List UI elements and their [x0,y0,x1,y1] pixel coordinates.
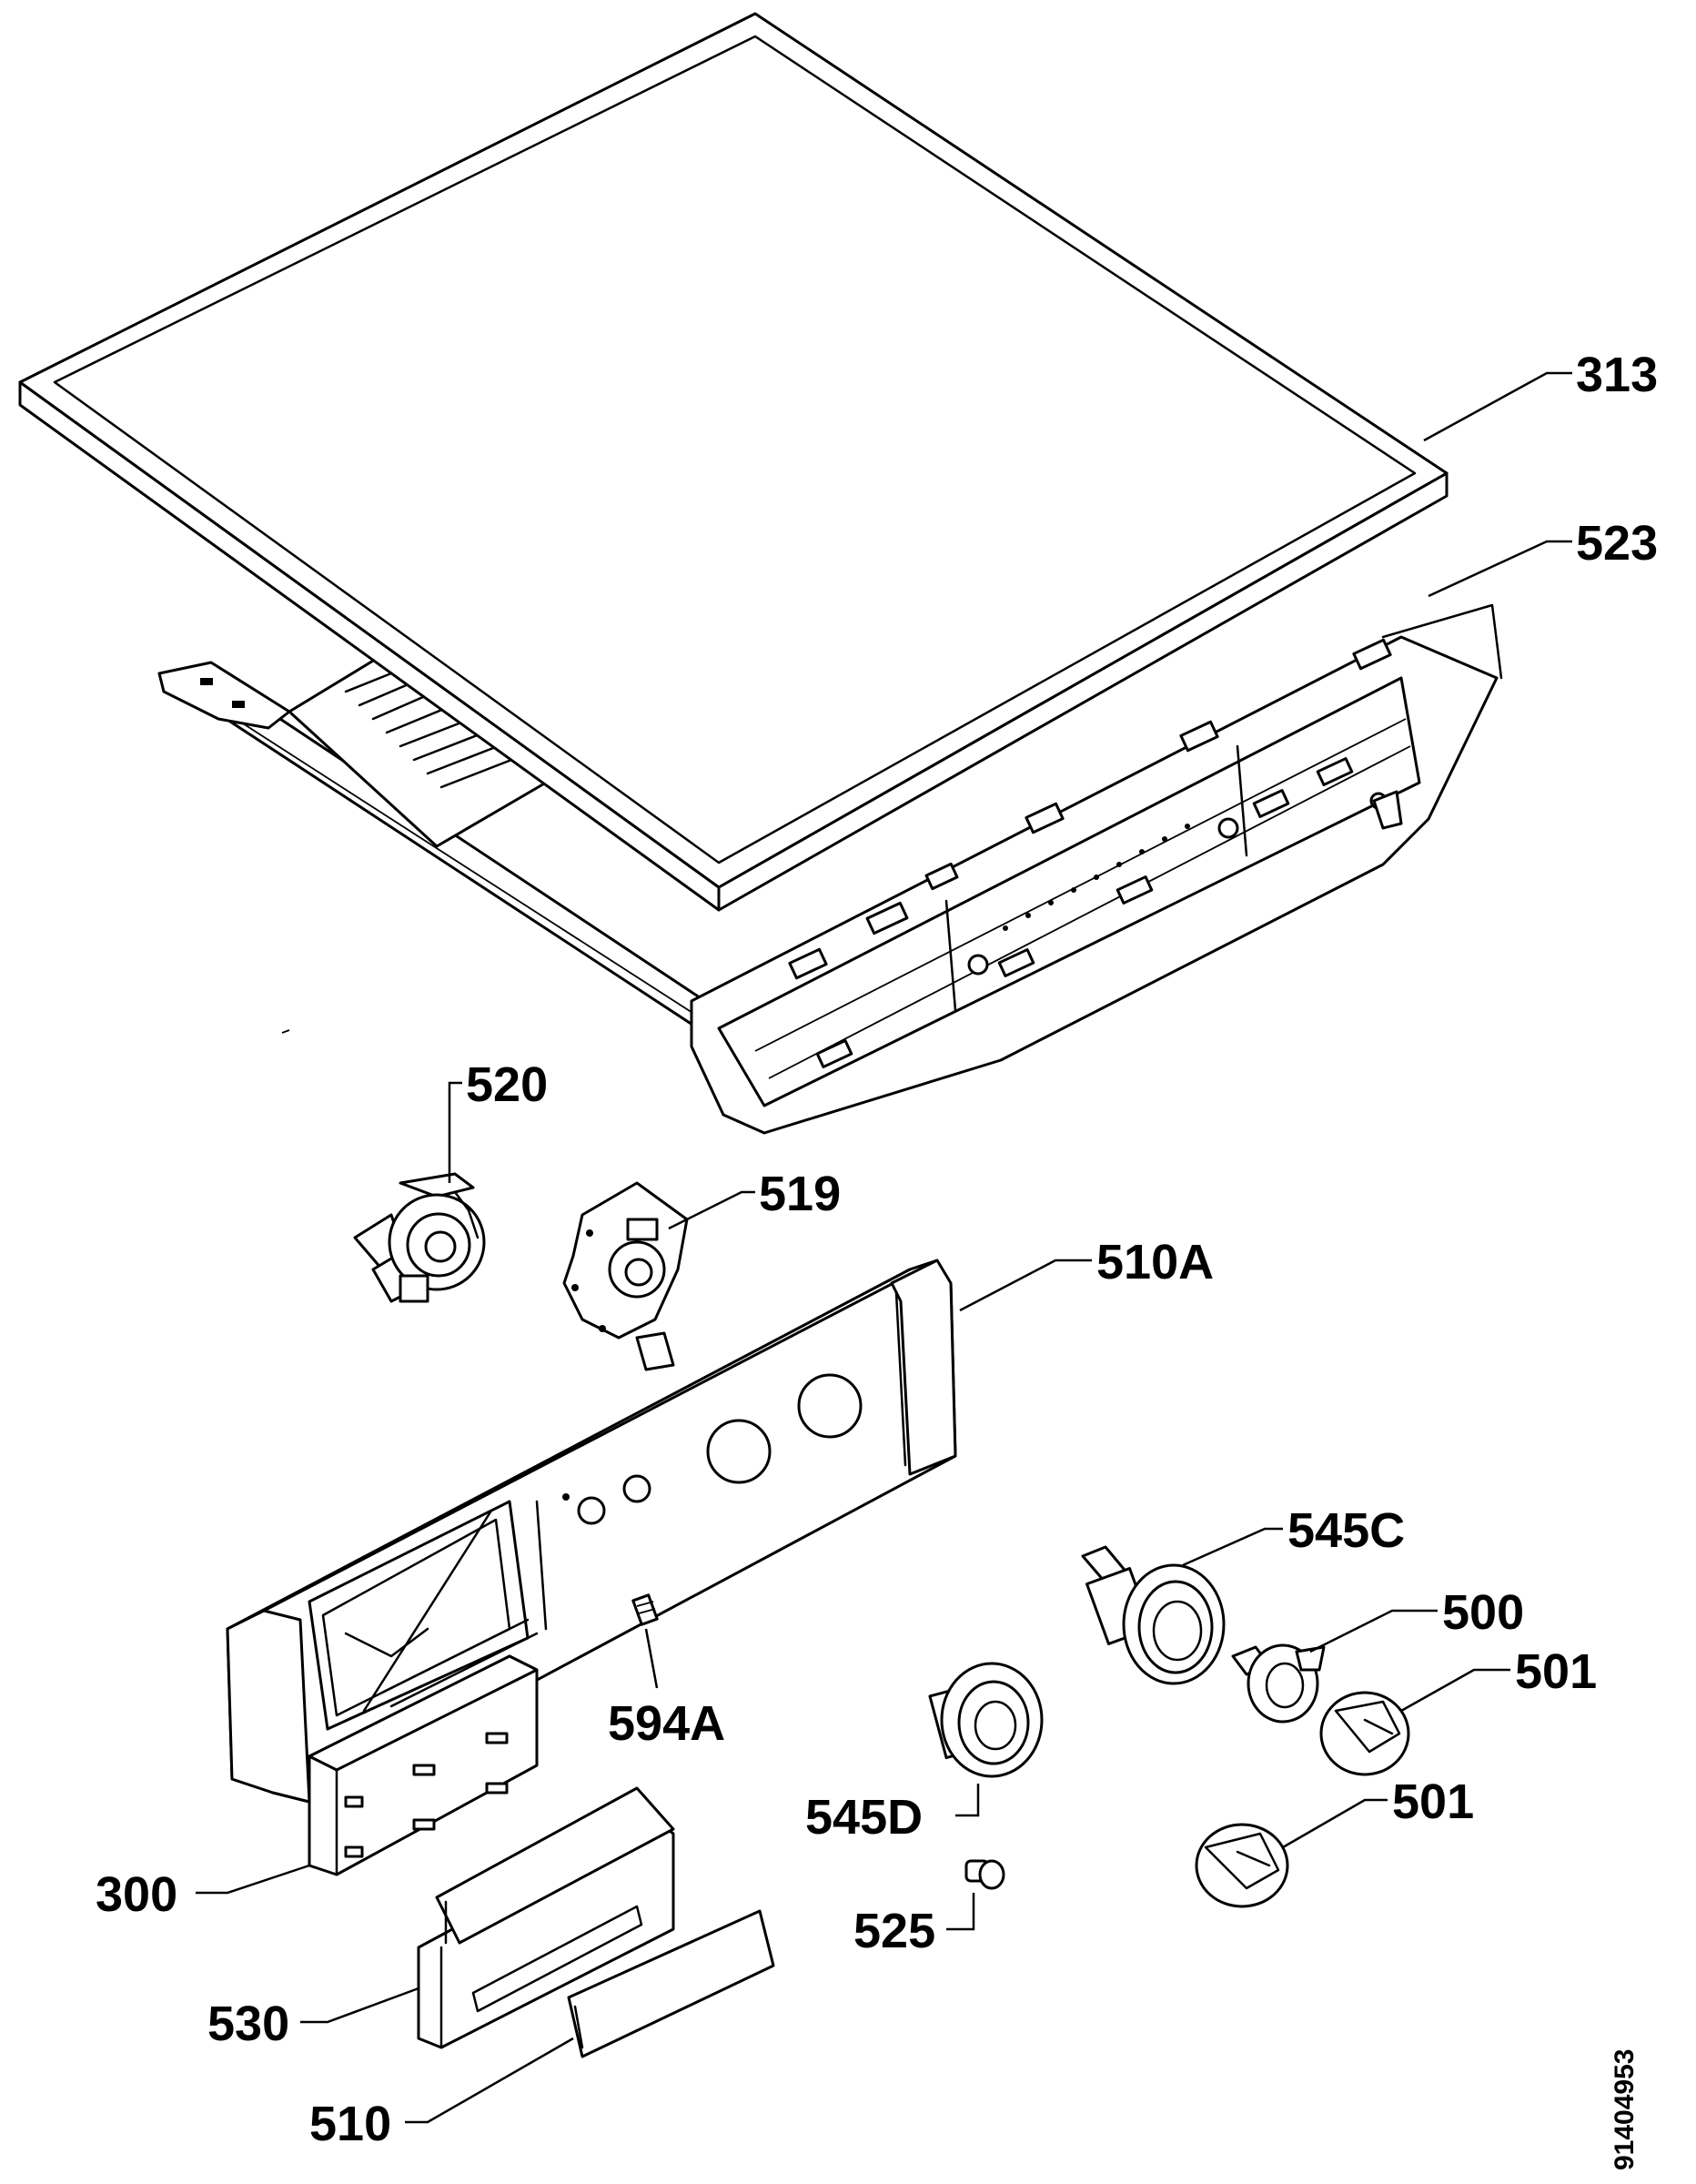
callout-545D: 545D [805,1790,923,1845]
callout-510: 510 [309,2097,391,2151]
callout-501-lower: 501 [1392,1774,1474,1829]
callout-313: 313 [1576,348,1658,402]
control-knob-lower [1195,1823,1289,1908]
callout-530: 530 [207,1997,289,2051]
selector-bracket [562,1181,689,1371]
handle-insert [567,1909,775,2058]
selector-mechanism [353,1172,486,1303]
callout-500: 500 [1442,1585,1524,1640]
callout-523: 523 [1576,516,1658,571]
control-panel-frame [157,603,1503,1135]
leader-lines [196,371,1572,2124]
callout-519: 519 [759,1167,841,1221]
knob-bush-large [1081,1545,1226,1685]
control-panel-fascia [226,1259,957,1804]
callout-520: 520 [466,1057,548,1112]
callout-545C: 545C [1287,1503,1405,1558]
callout-594A: 594A [608,1696,725,1751]
control-knob-upper [1319,1691,1410,1776]
callout-501-upper: 501 [1515,1644,1597,1699]
indicator-lens [964,1859,1005,1890]
dispenser-handle [417,1786,675,2049]
stray-mark [281,1029,290,1034]
knob-bush-small [928,1662,1044,1778]
switch-insert [1231,1643,1326,1724]
hole-row [1003,824,1190,931]
callout-525: 525 [853,1904,935,1958]
callout-300: 300 [96,1867,177,1922]
callout-510A: 510A [1096,1235,1214,1289]
callout-labels: 313 523 520 519 510A 545C 500 501 501 59… [96,348,1658,2151]
screw [631,1593,659,1626]
top-cover [18,12,1449,912]
document-code: 91404953 [1610,2049,1640,2170]
